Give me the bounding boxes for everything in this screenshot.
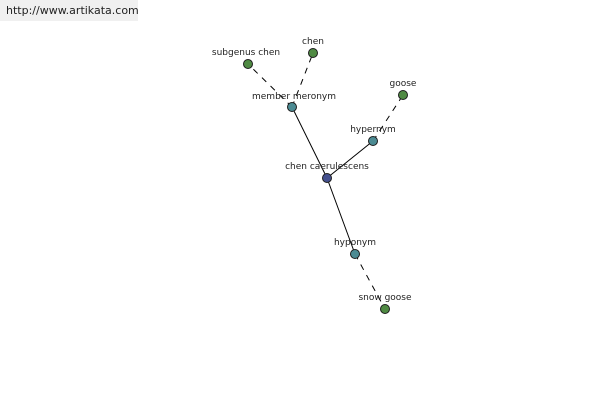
node-hyponym[interactable]: hyponym xyxy=(334,238,376,259)
node-circle-snow-goose[interactable] xyxy=(380,304,390,314)
node-label-hyponym: hyponym xyxy=(334,238,376,248)
node-root[interactable]: chen caerulescens xyxy=(285,162,369,183)
edge-hyponym-to-snow-goose xyxy=(354,253,386,310)
node-circle-subgenus-chen[interactable] xyxy=(243,59,253,69)
edge-root-to-hypernym xyxy=(326,140,374,179)
edge-root-to-hyponym xyxy=(326,177,356,255)
node-circle-hyponym[interactable] xyxy=(350,249,360,259)
node-label-root: chen caerulescens xyxy=(285,162,369,172)
node-circle-hypernym[interactable] xyxy=(368,136,378,146)
node-snow-goose[interactable]: snow goose xyxy=(358,293,412,314)
edge-member-meronym-to-subgenus-chen xyxy=(247,63,293,108)
node-label-snow-goose: snow goose xyxy=(358,293,412,303)
edge-hypernym-to-goose xyxy=(372,94,404,142)
node-chen[interactable]: chen xyxy=(302,37,324,58)
edge-member-meronym-to-chen xyxy=(291,52,314,108)
node-subgenus-chen[interactable]: subgenus chen xyxy=(212,48,280,69)
edge-layer xyxy=(247,52,404,310)
node-label-member-meronym: member meronym xyxy=(252,92,336,102)
node-label-subgenus-chen: subgenus chen xyxy=(212,48,280,58)
node-circle-root[interactable] xyxy=(322,173,332,183)
node-circle-goose[interactable] xyxy=(398,90,408,100)
node-circle-chen[interactable] xyxy=(308,48,318,58)
node-layer: chen caerulescens member meronym hypernym h… xyxy=(212,37,417,314)
node-hypernym[interactable]: hypernym xyxy=(350,125,396,146)
node-circle-member-meronym[interactable] xyxy=(287,102,297,112)
node-label-hypernym: hypernym xyxy=(350,125,396,135)
edge-root-to-member-meronym xyxy=(291,106,328,179)
node-member-meronym[interactable]: member meronym xyxy=(252,92,336,112)
site-url-watermark[interactable]: http://www.artikata.com xyxy=(0,0,139,21)
node-goose[interactable]: goose xyxy=(390,79,417,100)
node-label-goose: goose xyxy=(390,79,417,89)
node-label-chen: chen xyxy=(302,37,324,47)
